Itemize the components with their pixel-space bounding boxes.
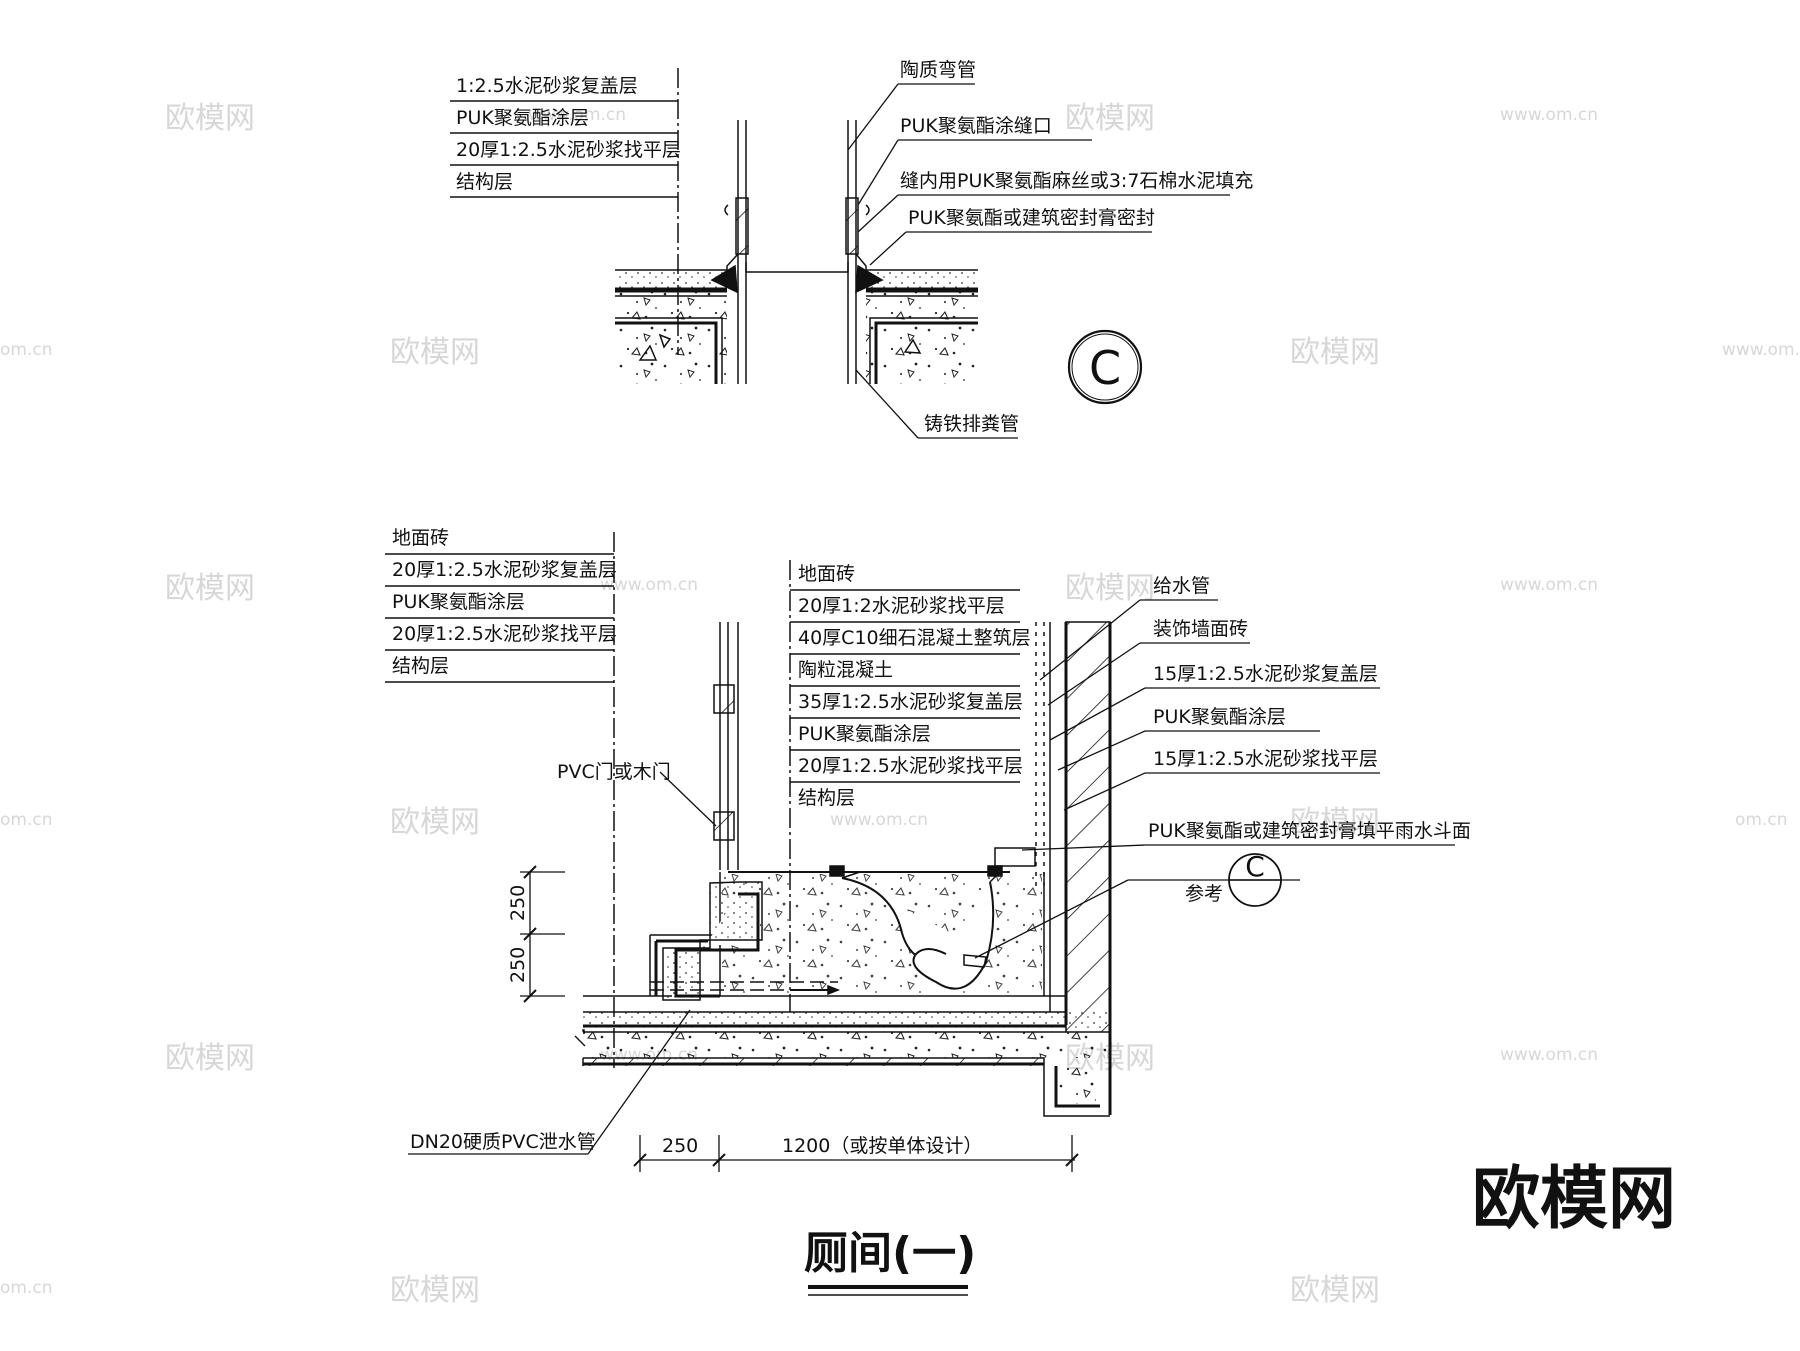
watermark-brand: 欧模网: [390, 1273, 480, 1308]
watermark-brand: 欧模网: [1065, 101, 1155, 136]
center-layer-label: 地面砖: [798, 563, 855, 585]
watermark-brand: 欧模网: [165, 1041, 255, 1076]
right-callout-label: 装饰墙面砖: [1153, 618, 1248, 640]
watermark-tail: om.cn: [0, 340, 53, 360]
center-layer-label: 20厚1:2水泥砂浆找平层: [798, 595, 1005, 617]
door-frame: [713, 622, 1036, 877]
dim-vertical: [520, 865, 565, 1003]
top-layer-label: 结构层: [456, 171, 513, 193]
title-text: 厕间(一): [804, 1228, 976, 1279]
watermark-row-4: om.cn 欧模网 www.om.cn 欧模网 om.cn: [0, 805, 1788, 840]
top-callout-leaders: [847, 83, 1230, 439]
right-callout-label: 15厚1:2.5水泥砂浆复盖层: [1153, 663, 1378, 685]
watermark-site: www.om.cn: [1500, 575, 1598, 595]
brand-logo-text: 欧模网: [1472, 1160, 1676, 1239]
drain-pipe: [650, 981, 841, 996]
reference-mark: C: [1228, 850, 1282, 907]
watermark-brand: 欧模网: [165, 101, 255, 136]
top-callout-label: 陶质弯管: [900, 59, 976, 81]
dim-vertical-label: 250: [507, 885, 529, 921]
section-mark-c: C: [1067, 329, 1143, 405]
dim-horizontal-label: 1200（或按单体设计）: [782, 1135, 982, 1157]
top-callout-label: 铸铁排粪管: [924, 413, 1019, 435]
center-layer-label: 结构层: [798, 787, 855, 809]
watermark-site: www.om.cn: [1722, 340, 1800, 360]
watermark-tail: om.cn: [0, 1278, 53, 1298]
reference-label: 参考: [1185, 883, 1223, 905]
detail-top: 1:2.5水泥砂浆复盖层 PUK聚氨酯涂层 20厚1:2.5水泥砂浆找平层 结构…: [450, 59, 1253, 439]
right-callout-label: PUK聚氨酯涂层: [1153, 706, 1286, 728]
center-layer-label: PUK聚氨酯涂层: [798, 723, 931, 745]
left-layer-table: [385, 532, 615, 1068]
top-layer-table: [450, 68, 679, 355]
watermark-row-6: om.cn 欧模网 欧模网: [0, 1273, 1380, 1308]
watermark-site: www.om.cn: [1500, 105, 1598, 125]
top-layer-label: 20厚1:2.5水泥砂浆找平层: [456, 139, 681, 161]
dim-horizontal-label: 250: [662, 1135, 698, 1157]
drain-pit: [649, 871, 1045, 1001]
dim-horizontal: [633, 1135, 1079, 1172]
watermark-site: www.om.cn: [528, 105, 626, 125]
watermark-site: www.om.cn: [830, 810, 928, 830]
center-layer-label: 20厚1:2.5水泥砂浆找平层: [798, 755, 1023, 777]
watermark-row-2: om.cn 欧模网 欧模网 www.om.cn: [0, 335, 1800, 370]
top-callout-label: PUK聚氨酯涂缝口: [900, 115, 1052, 137]
center-layer-label: 陶粒混凝土: [798, 659, 893, 681]
watermark-brand: 欧模网: [1290, 805, 1380, 840]
floor-slab: [574, 995, 1110, 1117]
right-callout-leaders: [974, 599, 1455, 959]
drawing-title: 厕间(一): [804, 1228, 976, 1296]
door-label: PVC门或木门: [557, 761, 671, 783]
center-layer-label: 40厚C10细石混凝土整筑层: [798, 627, 1031, 649]
watermark-layer: 欧模网 www.om.cn 欧模网 www.om.cn om.cn 欧模网 欧模…: [0, 101, 1800, 1308]
section-mark-text: C: [1089, 341, 1121, 395]
right-wall: [1035, 621, 1112, 1115]
watermark-brand: 欧模网: [1290, 1273, 1380, 1308]
left-layer-label: 地面砖: [392, 527, 449, 549]
left-layer-label: PUK聚氨酯涂层: [392, 591, 525, 613]
watermark-tail: om.cn: [1735, 810, 1788, 830]
door-leader: [659, 771, 717, 827]
pipe-leader: [587, 1009, 691, 1155]
top-pipe: [710, 120, 884, 384]
brand-logo: 欧模网: [1472, 1160, 1676, 1239]
right-callout-label: 给水管: [1153, 575, 1210, 597]
right-callout-label: PUK聚氨酯或建筑密封膏填平雨水斗面: [1148, 819, 1471, 842]
top-layer-label: 1:2.5水泥砂浆复盖层: [456, 75, 638, 97]
watermark-tail: om.cn: [0, 810, 53, 830]
top-callout-label: PUK聚氨酯或建筑密封膏密封: [908, 206, 1155, 229]
center-layer-label: 35厚1:2.5水泥砂浆复盖层: [798, 691, 1023, 713]
reference-mark-text: C: [1245, 850, 1265, 883]
watermark-brand: 欧模网: [390, 335, 480, 370]
watermark-row-1: 欧模网 www.om.cn 欧模网 www.om.cn: [165, 101, 1598, 136]
watermark-brand: 欧模网: [1290, 335, 1380, 370]
left-layer-label: 结构层: [392, 655, 449, 677]
top-callout-label: 缝内用PUK聚氨酯麻丝或3:7石棉水泥填充: [900, 170, 1253, 192]
watermark-brand: 欧模网: [165, 571, 255, 606]
left-layer-label: 20厚1:2.5水泥砂浆复盖层: [392, 559, 617, 581]
pipe-label: DN20硬质PVC泄水管: [410, 1131, 596, 1153]
left-layer-label: 20厚1:2.5水泥砂浆找平层: [392, 623, 617, 645]
watermark-brand: 欧模网: [1065, 571, 1155, 606]
watermark-site: www.om.cn: [1500, 1045, 1598, 1065]
dim-vertical-label: 250: [507, 947, 529, 983]
watermark-site: www.om.cn: [600, 575, 698, 595]
detail-bottom: 地面砖 20厚1:2.5水泥砂浆复盖层 PUK聚氨酯涂层 20厚1:2.5水泥砂…: [385, 527, 1471, 1172]
top-floor-slab: [615, 269, 978, 384]
watermark-brand: 欧模网: [390, 805, 480, 840]
right-callout-label: 15厚1:2.5水泥砂浆找平层: [1153, 748, 1378, 770]
top-layer-label: PUK聚氨酯涂层: [456, 107, 589, 129]
